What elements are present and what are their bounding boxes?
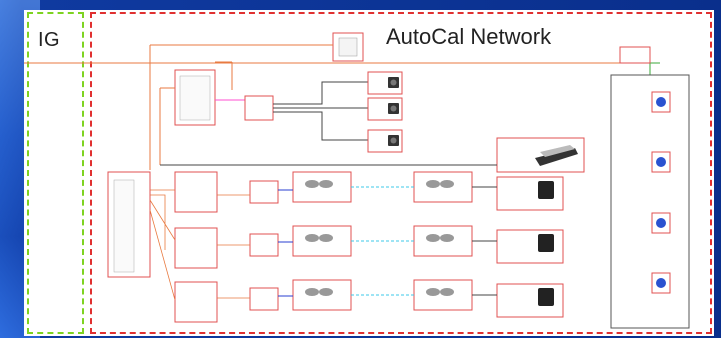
channel-row-1 — [174, 171, 564, 213]
channel-row-3 — [174, 279, 564, 323]
camera-1 — [367, 71, 403, 95]
camera-hub — [244, 95, 274, 121]
network-title: AutoCal Network — [386, 24, 552, 49]
ig-label: IG — [38, 29, 61, 51]
spectrometer — [496, 137, 585, 173]
top-switch — [332, 32, 364, 62]
ig-group-box — [27, 12, 84, 334]
autocal-network-group-box — [90, 12, 712, 334]
camera-2 — [367, 97, 403, 121]
patch-panel — [107, 171, 151, 278]
camera-3 — [367, 129, 403, 153]
display-rack — [610, 74, 690, 329]
channel-row-2 — [174, 225, 564, 269]
main-controller — [174, 69, 216, 126]
remote-switch — [619, 46, 651, 64]
